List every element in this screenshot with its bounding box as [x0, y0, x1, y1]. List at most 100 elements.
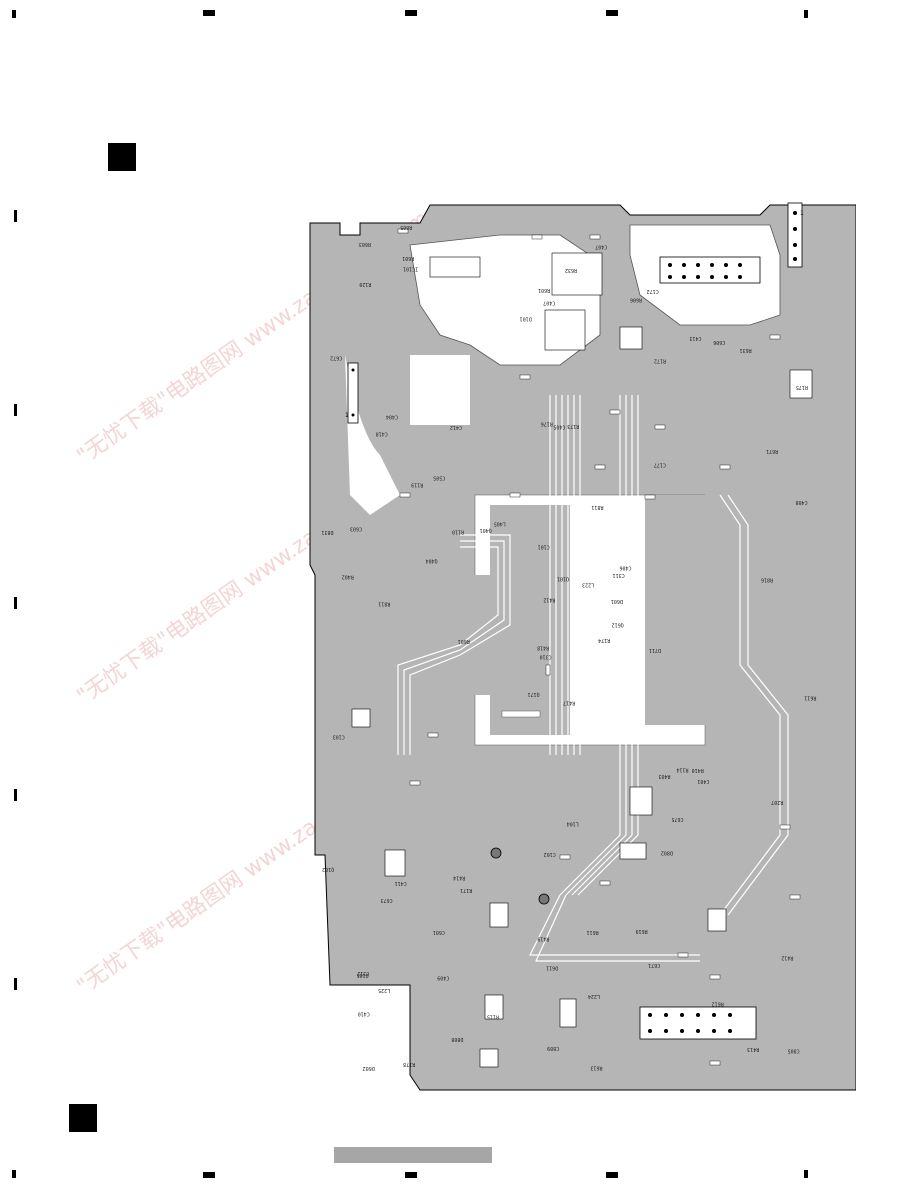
- component-ref-label: R611: [587, 929, 599, 935]
- top-tick-2: [203, 10, 215, 16]
- section-marker-top: [108, 143, 136, 171]
- component-ref-label: D601: [611, 598, 623, 604]
- component-ref-label: R619: [636, 928, 648, 934]
- component-ref-label: C407: [595, 244, 607, 250]
- component-ref-label: C102: [544, 851, 556, 857]
- component-ref-label: R605: [400, 224, 412, 230]
- component-ref-label: D711: [649, 647, 661, 653]
- component-ref-label: Q612: [612, 622, 624, 628]
- component-ref-label: R174: [598, 637, 610, 643]
- component-ref-label: Q102: [322, 866, 334, 872]
- component-ref-label: R171: [460, 887, 472, 893]
- component-ref-label: R811: [591, 504, 603, 510]
- component-ref-label: L225: [378, 987, 390, 993]
- component-ref-label: R207: [771, 799, 783, 805]
- pcb-layout: 1 1 R417C418C310C312C311R171C172R173R172…: [309, 202, 856, 1091]
- component-ref-label: R120: [359, 281, 371, 287]
- side-tick-5: [14, 978, 17, 990]
- component-ref-label: C603: [350, 525, 362, 531]
- component-ref-label: R178: [403, 1061, 415, 1067]
- component-ref-label: D611: [546, 965, 558, 971]
- component-ref-label: C405: [553, 424, 565, 430]
- bottom-tick-2: [203, 1172, 215, 1178]
- bottom-tick-4: [606, 1172, 618, 1178]
- component-ref-label: R413: [747, 1046, 759, 1052]
- component-ref-label: R410: [692, 767, 704, 773]
- component-ref-label: C809: [547, 1045, 559, 1051]
- top-tick-4: [606, 10, 618, 16]
- component-ref-label: Q401: [480, 527, 492, 533]
- component-ref-label: R601: [458, 638, 470, 644]
- component-ref-label: L223: [582, 581, 594, 587]
- component-ref-label: C310: [540, 653, 552, 659]
- component-ref-label: R119: [411, 481, 423, 487]
- component-ref-label: D101: [520, 316, 532, 322]
- component-ref-label: C672: [330, 354, 342, 360]
- component-ref-label: C505: [433, 475, 445, 481]
- component-ref-label: R114: [676, 766, 688, 772]
- side-tick-4: [14, 789, 17, 801]
- component-ref-label: L405: [494, 521, 506, 527]
- component-ref-label: C101: [538, 544, 550, 550]
- top-tick-5: [804, 10, 808, 18]
- component-ref-label: R611: [804, 695, 816, 701]
- component-ref-label: D808: [451, 1036, 463, 1042]
- component-ref-label: R402: [342, 573, 354, 579]
- component-ref-label: C177: [654, 462, 666, 468]
- bottom-tick-3: [405, 1172, 417, 1178]
- component-ref-label: R606: [630, 296, 642, 302]
- component-ref-label: D602: [363, 1065, 375, 1071]
- component-ref-label: R418: [537, 644, 549, 650]
- component-ref-label: C401: [697, 778, 709, 784]
- component-ref-label: C671: [648, 962, 660, 968]
- component-ref-label: R115: [487, 1014, 499, 1020]
- component-ref-label: C413: [689, 335, 701, 341]
- side-tick-1: [14, 210, 17, 222]
- component-ref-label: R417: [563, 700, 575, 706]
- section-marker-bottom: [69, 1104, 97, 1132]
- component-ref-label: C412: [450, 424, 462, 430]
- component-ref-label: C406: [619, 565, 631, 571]
- bottom-tick-1: [12, 1170, 16, 1178]
- component-ref-label: C311: [613, 572, 625, 578]
- component-ref-label: R631: [740, 347, 752, 353]
- component-ref-label: C172: [647, 288, 659, 294]
- component-ref-label: C606: [713, 339, 725, 345]
- side-tick-3: [14, 597, 17, 609]
- component-ref-label: Q105: [357, 972, 369, 978]
- component-ref-label: D802: [661, 850, 673, 856]
- component-ref-label: C418: [376, 430, 388, 436]
- top-tick-3: [405, 10, 417, 16]
- footer-bar: [334, 1147, 492, 1163]
- component-ref-label: C410: [358, 1010, 370, 1016]
- component-ref-label: R403: [658, 773, 670, 779]
- component-ref-label: Q171: [528, 691, 540, 697]
- component-ref-label: L224: [588, 993, 600, 999]
- component-ref-label: C409: [437, 975, 449, 981]
- component-ref-label: C601: [433, 929, 445, 935]
- component-ref-label: R175: [796, 384, 808, 390]
- component-ref-label: Q404: [426, 558, 438, 564]
- svg-text:1: 1: [800, 210, 804, 217]
- component-ref-label: R176: [541, 421, 553, 427]
- side-tick-2: [14, 404, 17, 416]
- component-ref-label: C408: [796, 499, 808, 505]
- component-ref-label: C673: [381, 897, 393, 903]
- component-ref-label: R671: [766, 448, 778, 454]
- component-ref-label: C675: [671, 816, 683, 822]
- component-ref-label: R811: [378, 601, 390, 607]
- component-ref-label: C411: [395, 880, 407, 886]
- component-ref-label: R172: [654, 357, 666, 363]
- component-ref-label: R601: [538, 287, 550, 293]
- bottom-tick-5: [804, 1170, 808, 1178]
- component-ref-label: R632: [565, 267, 577, 273]
- component-ref-label: R110: [452, 529, 464, 535]
- component-ref-label: C407: [543, 300, 555, 306]
- component-ref-label: R419: [537, 936, 549, 942]
- component-ref-label: R412: [781, 954, 793, 960]
- component-ref-label: R613: [590, 1064, 602, 1070]
- top-tick-1: [12, 10, 16, 18]
- component-ref-label: C404: [386, 413, 398, 419]
- component-ref-label: R601: [402, 255, 414, 261]
- component-ref-label: C312: [357, 970, 369, 976]
